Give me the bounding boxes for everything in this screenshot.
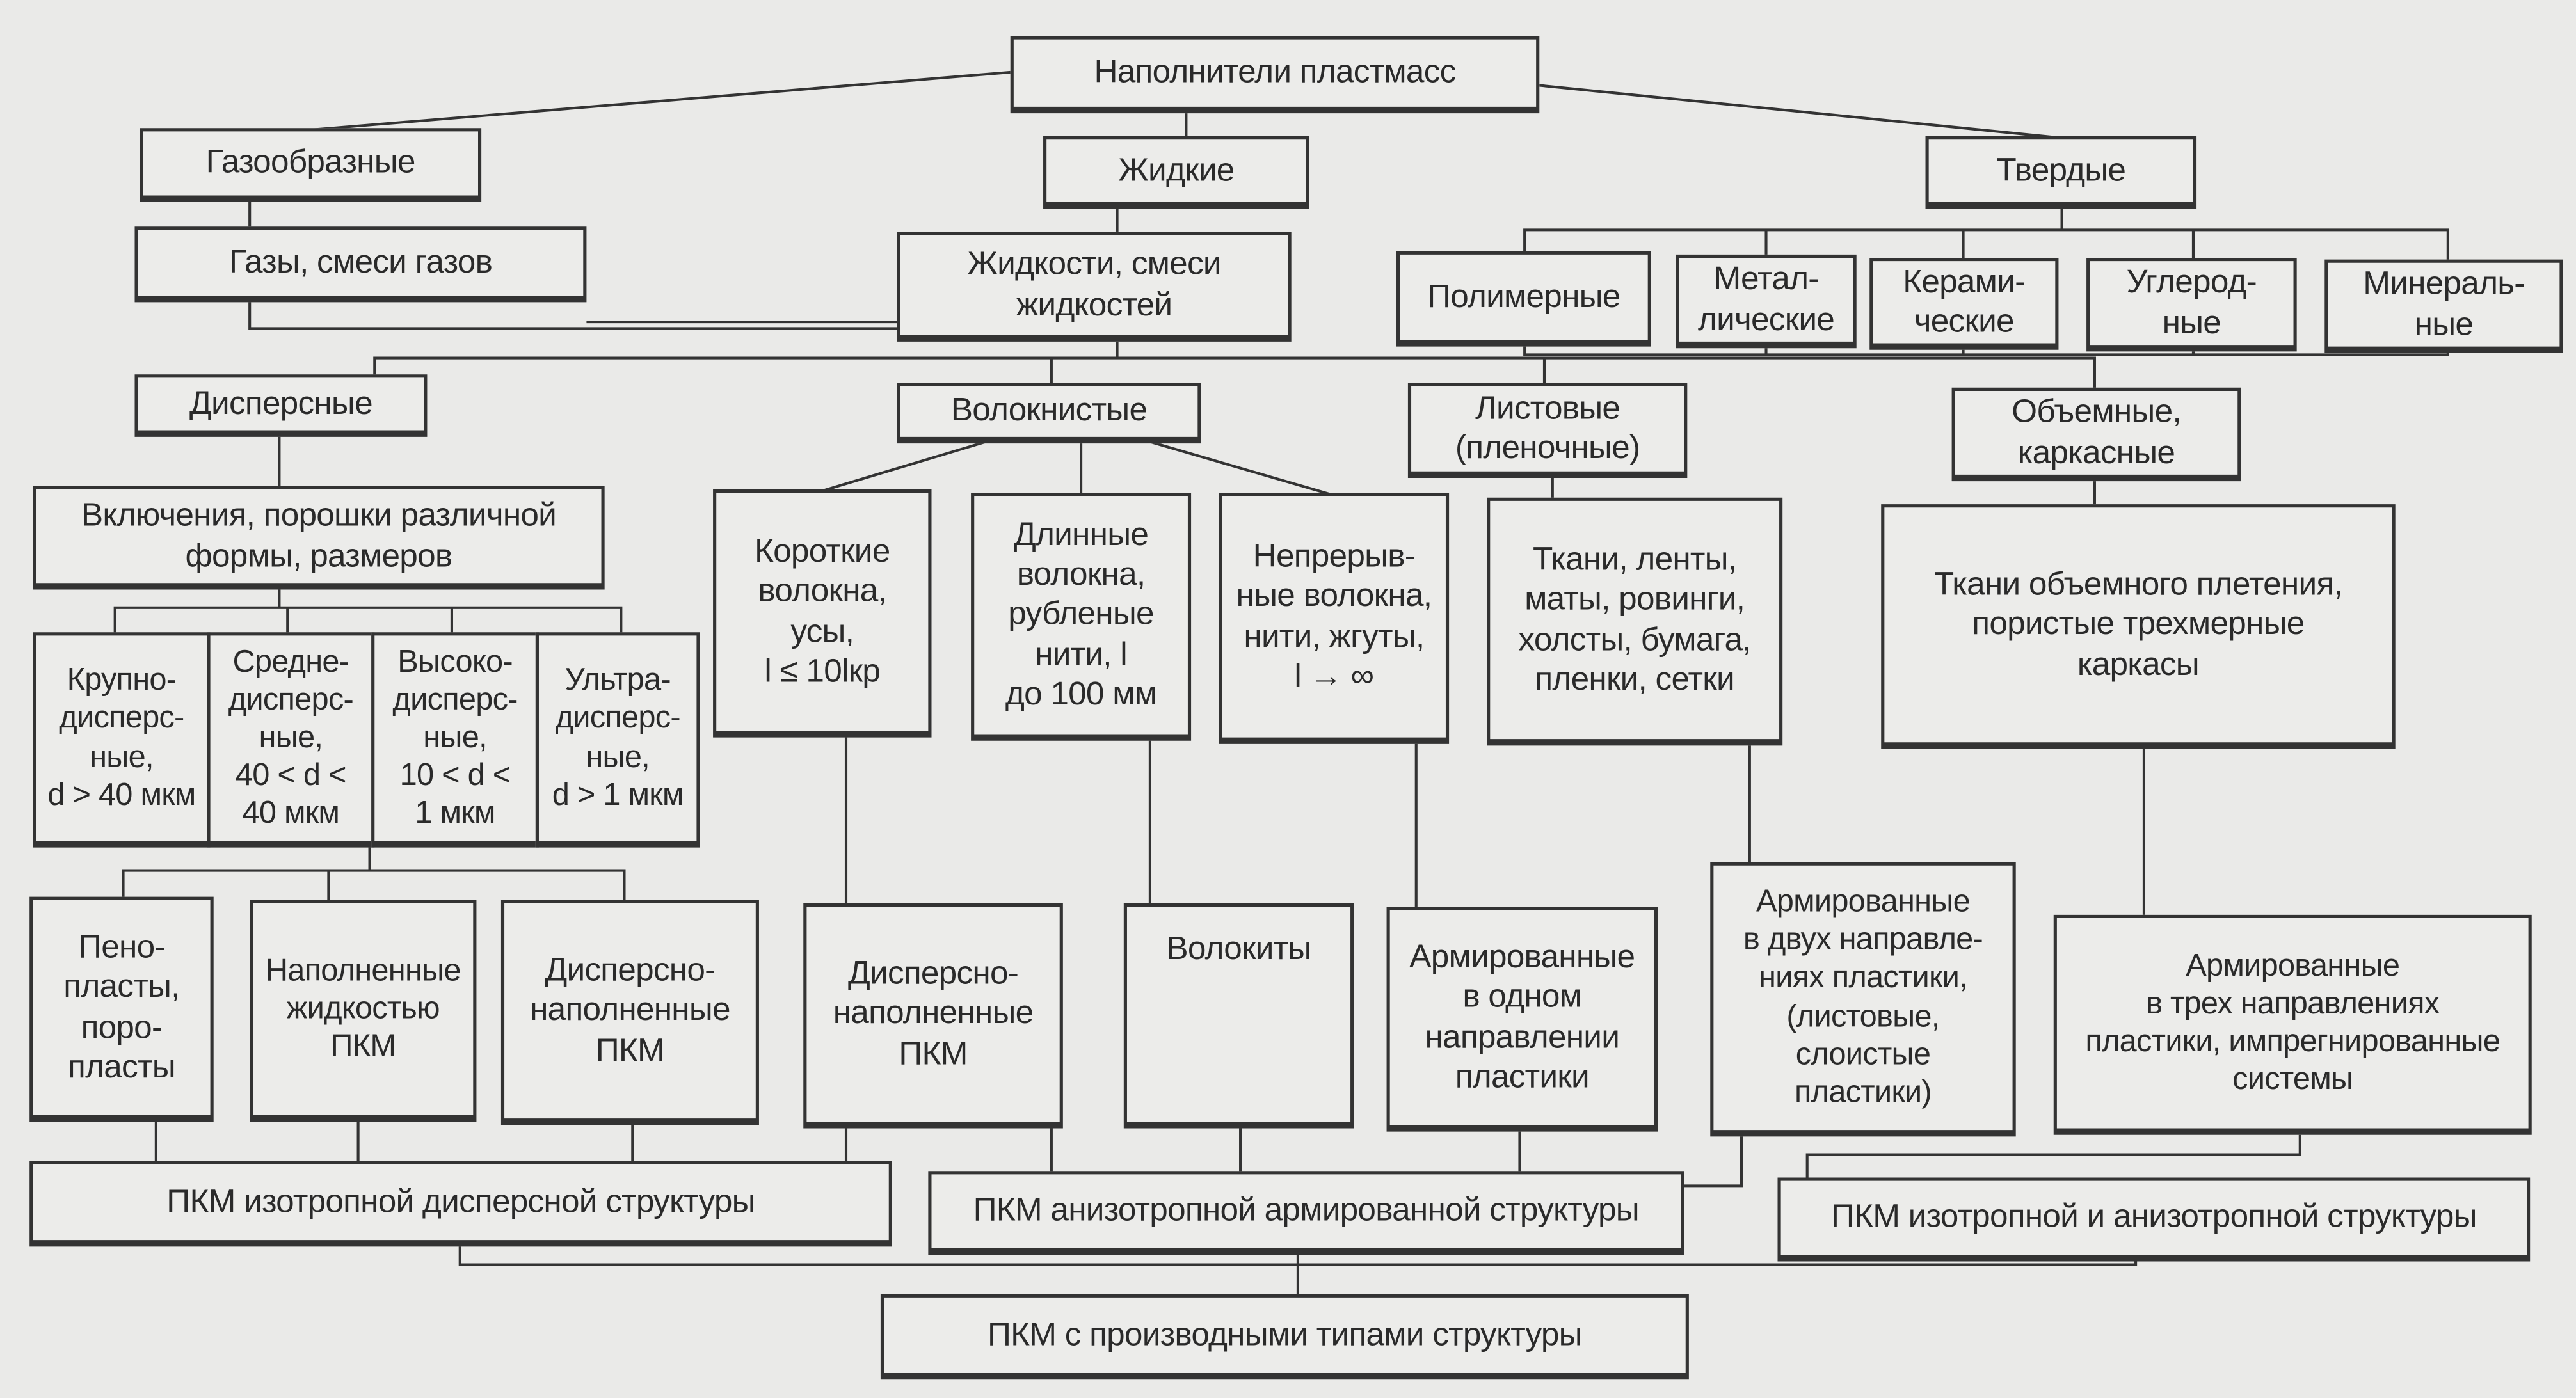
node-coarse-dispersed: Крупно- дисперс- ные, d > 40 мкм [33,632,211,848]
node-3d-fabrics: Ткани объемного плетения, пористые трехм… [1881,504,2396,749]
node-ultra-dispersed: Ультра- дисперс- ные, d > 1 мкм [535,632,700,848]
node-liquid-filled: Наполненные жидкостью ПКМ [250,900,477,1122]
node-solid: Твердые [1925,136,2197,209]
node-unidirectional: Армированные в одном направлении пластик… [1386,906,1658,1132]
node-medium-dispersed: Средне- дисперс- ные, 40 < d < 40 мкм [207,632,375,848]
node-liquid: Жидкие [1043,136,1309,209]
node-tridirectional: Армированные в трех направлениях пластик… [2053,914,2532,1135]
node-ceramic: Керами- ческие [1869,258,2059,350]
node-foams: Пено- пласты, поро- пласты [29,896,214,1122]
node-fiber-composites: Волокиты [1123,903,1354,1129]
node-liquids: Жидкости, смеси жидкостей [897,231,1292,342]
node-dispersed: Дисперсные [134,374,428,437]
node-volume: Объемные, каркасные [1951,387,2241,482]
node-aniso-reinforced: ПКМ анизотропной армированной структуры [928,1171,1684,1255]
node-carbon: Углерод- ные [2086,258,2297,352]
node-polymer: Полимерные [1396,251,1651,347]
node-continuous-fibers: Непрерыв- ные волокна, нити, жгуты, l → … [1219,493,1450,744]
node-bidirectional: Армированные в двух направле- ниях пласт… [1710,862,2016,1137]
node-mineral: Минераль- ные [2324,259,2563,353]
node-high-dispersed: Высоко- дисперс- ные, 10 < d < 1 мкм [371,632,539,848]
node-metal: Метал- лические [1676,254,1857,349]
node-short-fibers: Короткие волокна, усы, l ≤ 10lкр [713,489,932,738]
node-sheet: Листовые (пленочные) [1407,383,1688,478]
node-long-fibers: Длинные волокна, рубленые нити, l до 100… [971,493,1192,741]
node-inclusions: Включения, порошки различной формы, разм… [33,486,605,590]
node-dispersion-filled: Дисперсно- наполненные ПКМ [500,900,759,1125]
node-iso-dispersed: ПКМ изотропной дисперсной структуры [29,1161,892,1247]
node-iso-aniso: ПКМ изотропной и анизотропной структуры [1777,1177,2531,1262]
root-node: Наполнители пластмасс [1010,36,1540,114]
node-derived: ПКМ с производными типами структуры [880,1294,1689,1380]
node-fibrous: Волокнистые [897,383,1201,444]
node-dispersion-filled-2: Дисперсно- наполненные ПКМ [803,903,1063,1129]
node-gaseous: Газообразные [140,128,482,202]
node-fabrics: Ткани, ленты, маты, ровинги, холсты, бум… [1487,497,1783,746]
node-gases: Газы, смеси газов [134,226,587,303]
